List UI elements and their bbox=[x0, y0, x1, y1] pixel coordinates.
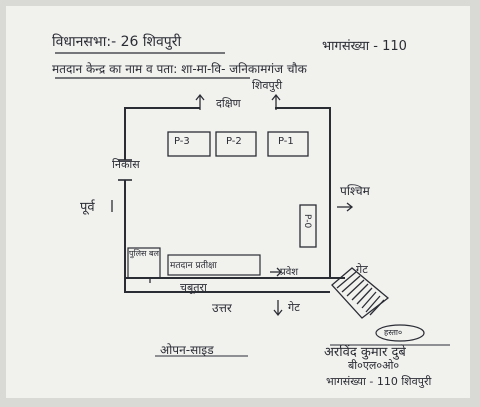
assembly-label: विधानसभा:- 26 शिवपुरी bbox=[52, 34, 182, 50]
exit-marker bbox=[118, 159, 132, 181]
signature-name: अरविंद कुमार दुबे bbox=[324, 345, 406, 360]
booth-address: मतदान केन्द्र का नाम व पता: शा-मा-वि- जन… bbox=[52, 62, 307, 76]
signature-designation: बी०एल०ओ० bbox=[348, 359, 400, 372]
room-p2 bbox=[215, 131, 257, 157]
signature-mark-oval bbox=[375, 324, 425, 342]
booth-address-line2: शिवपुरी bbox=[252, 79, 283, 92]
west-label: पश्चिम bbox=[340, 184, 370, 198]
entry-label: प्रवेश bbox=[280, 267, 299, 278]
paper-page bbox=[6, 6, 470, 398]
room-p0-label: P-0 bbox=[302, 214, 312, 229]
room-p1 bbox=[267, 131, 309, 157]
platform-label: चबूतरा bbox=[180, 281, 207, 294]
signature-booth: भागसंख्या - 110 शिवपुरी bbox=[326, 375, 432, 388]
waiting-label: मतदान प्रतीक्षा bbox=[170, 261, 217, 271]
room-p3 bbox=[167, 131, 211, 157]
north-label: दक्षिण bbox=[216, 97, 241, 110]
gate-stairs bbox=[331, 267, 390, 319]
exit-label: निकास bbox=[112, 158, 140, 171]
booth-number: भागसंख्या - 110 bbox=[322, 39, 407, 54]
room-p2-label: P-2 bbox=[226, 136, 242, 147]
west-arrow-head bbox=[346, 202, 354, 212]
room-p0 bbox=[299, 204, 317, 248]
east-label: पूर्व bbox=[80, 200, 95, 215]
signed-mark: हस्ता० bbox=[384, 328, 403, 337]
room-p1-label: P-1 bbox=[278, 136, 294, 147]
gate-arrow-label: गेट bbox=[288, 301, 300, 314]
south-label: उत्तर bbox=[212, 301, 232, 315]
police-label: पुलिस बल bbox=[129, 249, 159, 258]
police-area-box bbox=[127, 247, 161, 279]
gate-label: गेट bbox=[356, 263, 368, 276]
south-arrow-head bbox=[273, 309, 283, 317]
north-entry-arrows bbox=[195, 93, 281, 110]
school-building-outline bbox=[124, 107, 345, 293]
entry-arrow-head bbox=[276, 267, 282, 277]
room-p3-label: P-3 bbox=[174, 136, 190, 147]
area-label: ओपन-साइड bbox=[160, 343, 214, 357]
waiting-area-box bbox=[167, 254, 261, 276]
